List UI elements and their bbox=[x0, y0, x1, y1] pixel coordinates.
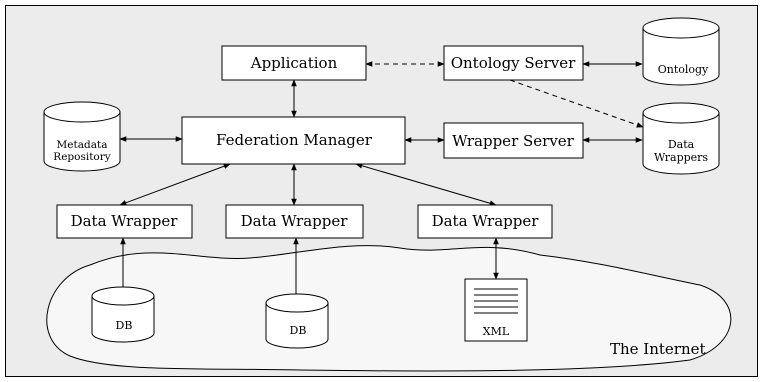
ontology-server-wrappers-link bbox=[509, 79, 644, 128]
internet-label: The Internet bbox=[610, 340, 706, 358]
ontology-server-node: Ontology Server bbox=[443, 45, 584, 81]
data-wrappers-store: Data Wrappers bbox=[642, 102, 720, 175]
db-middle-store: DB bbox=[265, 293, 329, 349]
ontology-cylinder-top bbox=[642, 17, 720, 39]
metadata-label-line2: Repository bbox=[53, 151, 110, 163]
data-wrapper-right-box bbox=[417, 204, 553, 239]
db-left-label: DB bbox=[116, 319, 133, 332]
federation-manager-label: Federation Manager bbox=[216, 131, 373, 149]
data-wrapper-left-node: Data Wrapper bbox=[56, 204, 193, 239]
db-middle-cylinder-top bbox=[265, 293, 329, 313]
data-wrapper-left-label: Data Wrapper bbox=[71, 212, 179, 230]
application-box bbox=[221, 45, 367, 81]
ontology-server-box bbox=[443, 45, 584, 81]
xml-document: XML bbox=[464, 278, 528, 342]
metadata-label-line1: Metadata bbox=[57, 139, 108, 151]
data-wrapper-right-label: Data Wrapper bbox=[432, 212, 540, 230]
db-left-cylinder-icon bbox=[91, 296, 155, 343]
metadata-repository-store: Metadata Repository bbox=[43, 101, 121, 172]
federation-right-wrapper-link bbox=[355, 163, 497, 206]
data-wrappers-label-line1: Data bbox=[668, 138, 695, 151]
db-left-cylinder-top bbox=[91, 286, 155, 306]
data-wrappers-cylinder-top bbox=[642, 102, 720, 124]
data-wrapper-right-node: Data Wrapper bbox=[417, 204, 553, 239]
federation-manager-node: Federation Manager bbox=[181, 116, 406, 165]
ontology-server-label: Ontology Server bbox=[451, 54, 576, 72]
data-wrapper-middle-node: Data Wrapper bbox=[225, 204, 364, 239]
wrapper-server-box bbox=[443, 122, 584, 159]
xml-text-lines bbox=[474, 288, 518, 314]
ontology-store-label: Ontology bbox=[658, 63, 709, 76]
wrapper-server-label: Wrapper Server bbox=[452, 132, 575, 150]
db-middle-cylinder-icon bbox=[265, 303, 329, 349]
application-label: Application bbox=[250, 54, 338, 72]
federation-manager-box bbox=[181, 116, 406, 165]
xml-label: XML bbox=[483, 325, 510, 338]
data-wrappers-cylinder-icon bbox=[642, 113, 720, 175]
ontology-cylinder-icon bbox=[642, 28, 720, 86]
metadata-cylinder-icon bbox=[43, 112, 121, 172]
metadata-cylinder-top bbox=[43, 101, 121, 123]
data-wrapper-middle-label: Data Wrapper bbox=[241, 212, 349, 230]
data-wrapper-middle-box bbox=[225, 204, 364, 239]
federation-left-wrapper-link bbox=[119, 163, 231, 206]
data-wrappers-label-line2: Wrappers bbox=[654, 151, 708, 164]
connectors bbox=[119, 61, 644, 304]
ontology-store: Ontology bbox=[642, 17, 720, 86]
db-middle-label: DB bbox=[290, 324, 307, 337]
application-node: Application bbox=[221, 45, 367, 81]
data-wrapper-left-box bbox=[56, 204, 193, 239]
internet-cloud bbox=[46, 245, 732, 372]
db-left-store: DB bbox=[91, 286, 155, 343]
wrapper-server-node: Wrapper Server bbox=[443, 122, 584, 159]
